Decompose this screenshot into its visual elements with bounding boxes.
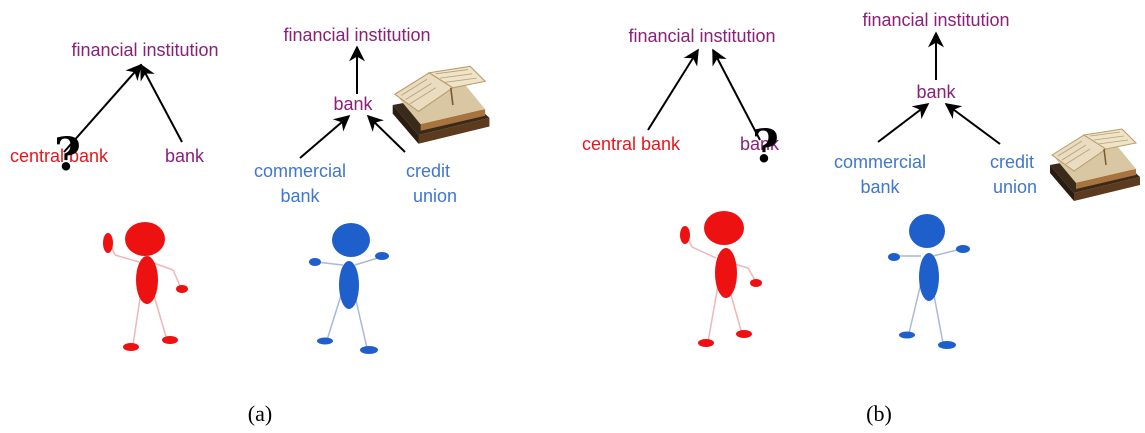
parent-label: financial institution	[71, 40, 218, 60]
parent-label: financial institution	[628, 26, 775, 46]
top-label: financial institution	[283, 25, 430, 45]
red-stick-figure-icon	[103, 222, 188, 351]
question-mark-icon: ?	[54, 127, 81, 181]
panel-b: financial institution central bank bank …	[582, 10, 1141, 426]
child-bank-label: bank	[165, 146, 205, 166]
arrow-central-bank-to-parent	[63, 63, 143, 153]
arrow-central-bank-to-parent	[647, 48, 699, 131]
question-mark-icon: ?	[752, 119, 779, 173]
arrow-bank-to-parent	[712, 48, 761, 141]
panel-b-left-tree: financial institution central bank bank …	[582, 26, 780, 173]
caption-a: (a)	[248, 401, 272, 426]
child-credit-line1: credit	[990, 152, 1034, 172]
top-label: financial institution	[862, 10, 1009, 30]
mid-bank-label: bank	[333, 94, 373, 114]
red-stick-figure-icon	[680, 211, 762, 347]
caption-b: (b)	[866, 401, 892, 426]
child-credit-line1: credit	[406, 161, 450, 181]
arrow-credit-union-to-bank	[944, 103, 1001, 145]
child-commercial-line1: commercial	[834, 152, 926, 172]
arrow-commercial-to-bank	[299, 114, 351, 159]
child-credit-line2: union	[413, 186, 457, 206]
child-commercial-line2: bank	[860, 177, 900, 197]
panel-a-right-tree: financial institution bank commercial ba…	[254, 25, 491, 206]
child-commercial-line2: bank	[280, 186, 320, 206]
child-commercial-line1: commercial	[254, 161, 346, 181]
blue-stick-figure-icon	[888, 214, 970, 349]
arrow-commercial-to-bank	[877, 103, 930, 143]
child-credit-line2: union	[993, 177, 1037, 197]
child-central-bank-label: central bank	[582, 134, 681, 154]
child-bank-label: bank	[740, 134, 780, 154]
panel-a-left-tree: financial institution central bank bank …	[10, 40, 219, 181]
child-central-bank-label: central bank	[10, 146, 109, 166]
book-stack-icon	[1049, 128, 1141, 202]
panel-b-right-tree: financial institution bank commercial ba…	[834, 10, 1141, 202]
arrow-bank-to-parent	[140, 63, 183, 143]
mid-bank-label: bank	[916, 82, 956, 102]
arrow-credit-union-to-bank	[366, 114, 406, 153]
blue-stick-figure-icon	[309, 223, 389, 354]
book-stack-icon	[391, 65, 491, 145]
panel-a: financial institution central bank bank …	[10, 25, 491, 426]
